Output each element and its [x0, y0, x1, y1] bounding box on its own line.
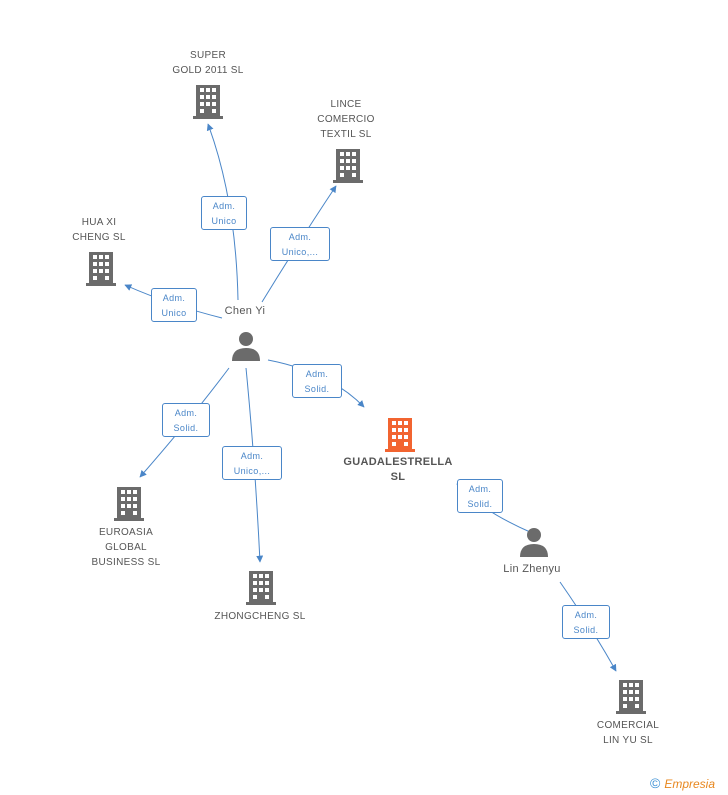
company-label: LINCE COMERCIO TEXTIL SL [317, 99, 375, 140]
role-badge[interactable]: Adm. Solid. [292, 364, 342, 398]
role-badge[interactable]: Adm. Solid. [562, 605, 610, 639]
role-badge[interactable]: Adm. Unico,... [222, 446, 282, 480]
company-label: GUADALESTRELLA SL [343, 456, 453, 483]
copyright-icon: © [650, 775, 661, 791]
person-icon [232, 332, 260, 361]
brand-watermark[interactable]: ©Empresia [650, 775, 715, 791]
building-icon [616, 680, 646, 714]
building-icon [114, 487, 144, 521]
company-label: COMERCIAL LIN YU SL [596, 720, 660, 746]
building-icon [193, 85, 223, 119]
role-badge[interactable]: Adm. Unico [151, 288, 197, 322]
building-icon [333, 149, 363, 183]
building-icon [246, 571, 276, 605]
company-label: HUA XI CHENG SL [72, 217, 126, 243]
company-label: EUROASIA GLOBAL BUSINESS SL [91, 527, 161, 568]
building-icon [86, 252, 116, 286]
role-badge[interactable]: Adm. Solid. [457, 479, 503, 513]
company-label: SUPER GOLD 2011 SL [172, 50, 244, 76]
role-badge[interactable]: Adm. Unico,... [270, 227, 330, 261]
company-label: ZHONGCHENG SL [214, 611, 306, 622]
person-icon [520, 528, 548, 557]
role-badge[interactable]: Adm. Unico [201, 196, 247, 230]
person-label: Lin Zhenyu [503, 563, 561, 575]
person-label: Chen Yi [224, 305, 266, 317]
brand-name: Empresia [664, 777, 716, 791]
building-icon [385, 418, 415, 452]
role-badge[interactable]: Adm. Solid. [162, 403, 210, 437]
